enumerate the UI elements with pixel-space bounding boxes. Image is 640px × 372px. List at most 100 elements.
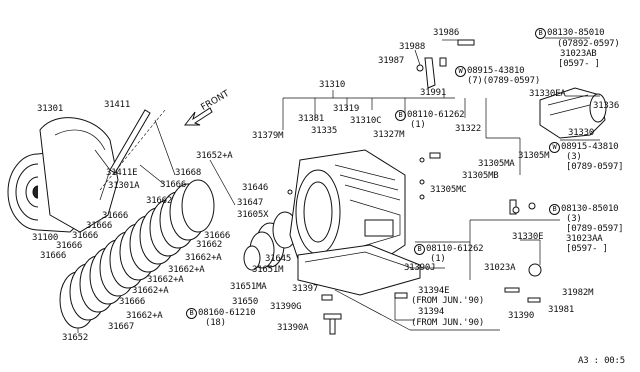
part-31305mb[interactable]: 31305MB: [462, 171, 499, 181]
small-parts-top[interactable]: [416, 39, 475, 89]
part-31667[interactable]: 31667: [108, 322, 135, 332]
part-note: [0789-0597]: [566, 224, 624, 234]
part-31310c[interactable]: 31310C: [350, 116, 382, 126]
part-31394[interactable]: 31394: [418, 307, 445, 317]
part-number: 08110-61262: [426, 244, 484, 254]
part-31301[interactable]: 31301: [37, 104, 64, 114]
part-note: (07892-0597): [557, 39, 620, 49]
bolt-marker-icon: B: [395, 110, 406, 121]
part-31335[interactable]: 31335: [311, 126, 338, 136]
part-31662-1[interactable]: 31662: [146, 196, 173, 206]
clutch-plate-stack-left[interactable]: [59, 179, 215, 329]
diagram-reference: A3 : 00:5: [578, 356, 625, 366]
part-31651ma[interactable]: 31651MA: [230, 282, 267, 292]
part-31662-6[interactable]: 31662+A: [132, 286, 169, 296]
part-31390j[interactable]: 31390J: [404, 263, 436, 273]
part-31647[interactable]: 31647: [237, 198, 264, 208]
part-31381[interactable]: 31381: [298, 114, 325, 124]
oil-pan-31390[interactable]: [297, 244, 421, 296]
part-31330e[interactable]: 31330E: [512, 232, 544, 242]
part-31666-8[interactable]: 31666: [204, 231, 231, 241]
part-number: 08915-43810: [467, 66, 525, 76]
part-31305mc[interactable]: 31305MC: [430, 185, 467, 195]
part-31379m[interactable]: 31379M: [252, 131, 284, 141]
part-note: (7)(0789-0597): [467, 76, 541, 86]
part-31652a[interactable]: 31652+A: [196, 151, 233, 161]
part-31662-2[interactable]: 31662: [196, 240, 223, 250]
part-number: 08160-61210: [198, 308, 256, 318]
part-31666-2[interactable]: 31666: [102, 211, 129, 221]
part-31987[interactable]: 31987: [378, 56, 405, 66]
part-31666-4[interactable]: 31666: [72, 231, 99, 241]
part-31666-7[interactable]: 31666: [119, 297, 146, 307]
transmission-case-31310[interactable]: [289, 149, 406, 276]
part-31662-5[interactable]: 31662+A: [147, 275, 184, 285]
part-number: 08915-43810: [561, 142, 619, 152]
part-31662-7[interactable]: 31662+A: [126, 311, 163, 321]
part-31666-3[interactable]: 31666: [86, 221, 113, 231]
part-31646[interactable]: 31646: [242, 183, 269, 193]
part-31666-1[interactable]: 31666: [160, 180, 187, 190]
part-31305m[interactable]: 31305M: [518, 151, 550, 161]
part-31330[interactable]: 31330: [568, 128, 595, 138]
part-note: [0597- ]: [558, 59, 600, 69]
part-31301a[interactable]: 31301A: [108, 181, 140, 191]
part-31411[interactable]: 31411: [104, 100, 131, 110]
part-31322[interactable]: 31322: [455, 124, 482, 134]
part-31651m[interactable]: 31651M: [252, 265, 284, 275]
part-31023ab[interactable]: 31023AB: [560, 49, 597, 59]
part-31390g[interactable]: 31390G: [270, 302, 302, 312]
part-31319[interactable]: 31319: [333, 104, 360, 114]
converter-housing-31301[interactable]: [39, 117, 119, 233]
part-31981[interactable]: 31981: [548, 305, 575, 315]
part-note: [0789-0597]: [566, 162, 624, 172]
part-31330ea[interactable]: 31330EA: [529, 89, 566, 99]
part-31394e[interactable]: 31394E: [418, 286, 450, 296]
part-31662-3[interactable]: 31662+A: [185, 253, 222, 263]
part-31668[interactable]: 31668: [175, 168, 202, 178]
part-note: (3): [566, 152, 582, 162]
part-31988[interactable]: 31988: [399, 42, 426, 52]
part-31982m[interactable]: 31982M: [562, 288, 594, 298]
part-31605x[interactable]: 31605X: [237, 210, 269, 220]
input-shaft-31411[interactable]: [99, 109, 166, 191]
part-31100[interactable]: 31100: [32, 233, 59, 243]
part-31991[interactable]: 31991: [420, 88, 447, 98]
part-31023a[interactable]: 31023A: [484, 263, 516, 273]
washer-marker-icon: W: [549, 142, 560, 153]
bolt-marker-icon: B: [549, 204, 560, 215]
bolts: [287, 152, 542, 335]
part-note: (FROM JUN.'90): [411, 296, 485, 306]
part-31310[interactable]: 31310: [319, 80, 346, 90]
part-31662-4[interactable]: 31662+A: [168, 265, 205, 275]
rear-extension-31330[interactable]: [539, 87, 607, 139]
part-31652[interactable]: 31652: [62, 333, 89, 343]
part-31666-5[interactable]: 31666: [56, 241, 83, 251]
part-number: 08130-85010: [547, 28, 605, 38]
part-31023aa[interactable]: 31023AA: [566, 234, 603, 244]
part-31390a[interactable]: 31390A: [277, 323, 309, 333]
part-31666-6[interactable]: 31666: [40, 251, 67, 261]
part-31390[interactable]: 31390: [508, 311, 535, 321]
part-note: (1): [430, 254, 446, 264]
bolt-marker-icon: B: [186, 308, 197, 319]
part-31650[interactable]: 31650: [232, 297, 259, 307]
part-31305ma[interactable]: 31305MA: [478, 159, 515, 169]
part-31986[interactable]: 31986: [433, 28, 460, 38]
part-31327m[interactable]: 31327M: [373, 130, 405, 140]
part-31397[interactable]: 31397: [292, 284, 319, 294]
clutch-plate-stack-center[interactable]: [243, 211, 298, 271]
part-31336[interactable]: 31336: [593, 101, 620, 111]
front-arrow-icon: [183, 107, 213, 126]
part-31645[interactable]: 31645: [265, 254, 292, 264]
washer-marker-icon: W: [455, 66, 466, 77]
part-31411e[interactable]: 31411E: [106, 168, 138, 178]
